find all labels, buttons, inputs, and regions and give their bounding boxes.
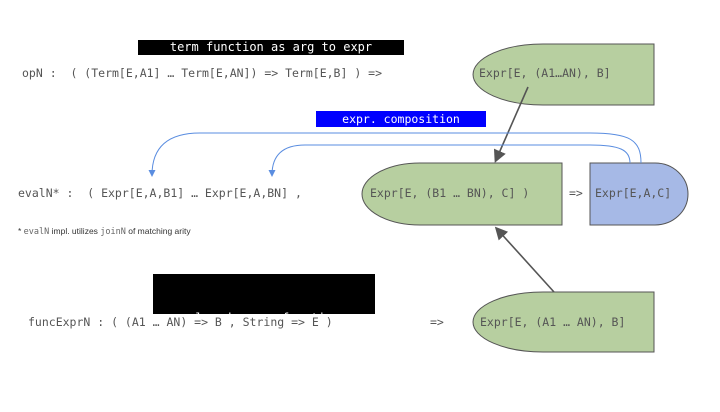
opN-to-evalN-arrow <box>493 86 529 163</box>
val-error-label: val and error functions as args to expr <box>153 274 375 376</box>
funcExprN-result-text: Expr[E, (A1 … AN), B] <box>480 315 626 329</box>
composition-curve-outer <box>148 132 642 177</box>
composition-curve-inner <box>268 144 631 177</box>
evalN-result-shape <box>589 162 689 226</box>
footnote-code-evalN: evalN <box>23 227 50 237</box>
opN-result-ellipse <box>472 43 655 106</box>
evalN-prefix: evalN* : ( Expr[E,A,B1] … Expr[E,A,BN] , <box>18 186 302 200</box>
composition-label: expr. composition <box>316 111 486 127</box>
footnote-code-joinN: joinN <box>100 227 126 237</box>
footnote-text-2: of matching arity <box>125 226 191 236</box>
val-error-label-line2: as args to expr <box>209 362 319 376</box>
opN-signature: opN : ( (Term[E,A1] … Term[E,AN]) => Ter… <box>22 66 383 80</box>
evalN-arg-text: Expr[E, (B1 … BN), C] ) <box>370 186 530 200</box>
funcExprN-signature: funcExprN : ( (A1 … AN) => B , String =>… <box>28 315 333 329</box>
funcExprN-to-evalN-arrow <box>494 226 555 293</box>
funcExprN-result-ellipse <box>472 291 655 353</box>
evalN-arrow: => <box>569 186 583 200</box>
funcExprN-arrow: => <box>430 315 444 329</box>
footnote: * evalN impl. utilizes joinN of matching… <box>18 227 191 237</box>
val-error-label-line1: val and error functions <box>180 311 348 325</box>
term-function-label: term function as arg to expr <box>138 40 404 55</box>
footnote-text-1: impl. utilizes <box>49 226 101 236</box>
footnote-star: * <box>18 226 24 236</box>
evalN-result-text: Expr[E,A,C] <box>595 186 672 200</box>
opN-result-text: Expr[E, (A1…AN), B] <box>479 66 611 80</box>
evalN-arg-ellipse <box>361 162 563 226</box>
